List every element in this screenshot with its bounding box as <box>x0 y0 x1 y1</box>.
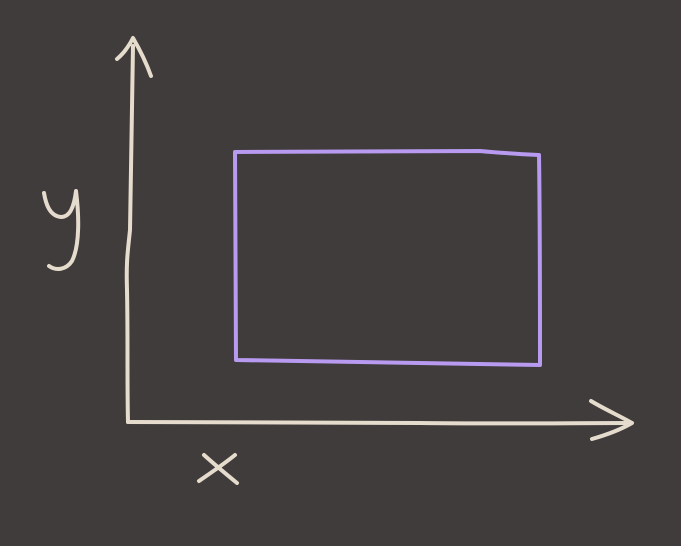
y-axis <box>115 36 153 424</box>
x-axis-label: x <box>197 453 239 485</box>
y-axis-label: y <box>42 189 81 271</box>
x-label-stroke-2 <box>197 453 237 483</box>
y-label-text: y <box>60 231 61 233</box>
x-axis-line <box>126 420 632 426</box>
x-axis-arrowhead-icon <box>589 399 634 441</box>
x-axis <box>126 399 634 441</box>
y-axis-line <box>124 44 135 424</box>
y-label-stroke <box>42 189 81 271</box>
x-label-stroke-1 <box>202 453 239 485</box>
purple-rectangle <box>233 149 542 367</box>
rectangle-outline <box>233 149 542 367</box>
y-axis-arrowhead-icon <box>115 36 153 78</box>
